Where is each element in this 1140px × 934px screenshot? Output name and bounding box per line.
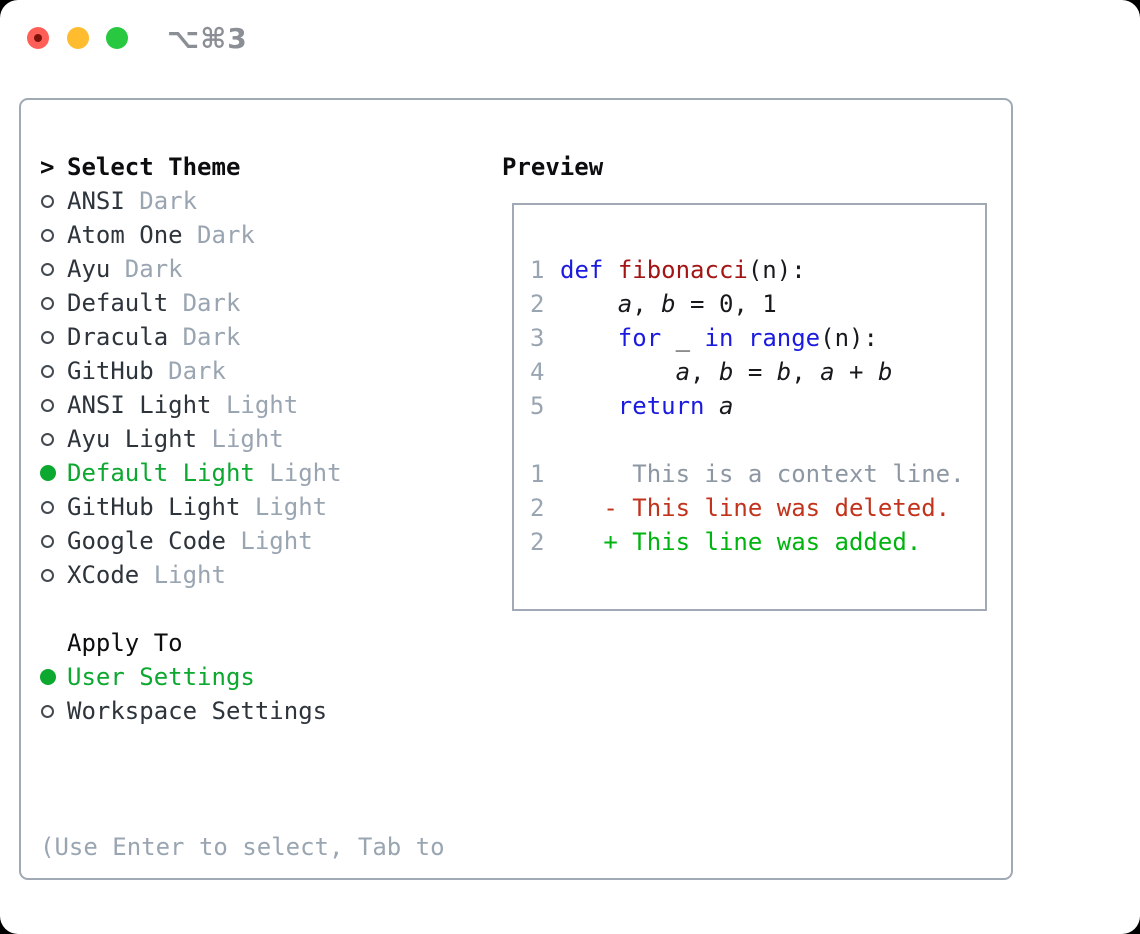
radio-unselected-icon (40, 228, 67, 242)
apply-to-title: Apply To (67, 629, 183, 657)
radio-unselected-icon (40, 364, 67, 378)
theme-option-label: Default Light (67, 459, 255, 487)
theme-option-variant: Light (139, 561, 226, 589)
radio-selected-icon (40, 465, 67, 481)
titlebar: ⌥⌘3 (0, 0, 1140, 76)
apply-to-header-row: Apply To (40, 626, 327, 660)
theme-option-label: Atom One (67, 221, 183, 249)
theme-option-dracula[interactable]: Dracula Dark (40, 320, 342, 354)
theme-option-label: ANSI Light (67, 391, 212, 419)
apply-option-workspace-settings[interactable]: Workspace Settings (40, 694, 327, 728)
theme-option-label: Ayu Light (67, 425, 198, 453)
apply-option-label: User Settings (67, 663, 255, 691)
theme-option-variant: Light (240, 493, 328, 521)
theme-option-variant: Dark (168, 323, 241, 351)
radio-selected-icon (40, 669, 67, 685)
diff-line-added: 2 + This line was added. (530, 525, 985, 559)
theme-option-default[interactable]: Default Dark (40, 286, 342, 320)
theme-option-ayu[interactable]: Ayu Dark (40, 252, 342, 286)
apply-option-user-settings[interactable]: User Settings (40, 660, 327, 694)
line-number: 1 (530, 256, 545, 284)
radio-unselected-icon (40, 296, 67, 310)
code-text: a, b = b, a + b (675, 358, 893, 386)
code-text: def fibonacci(n): (560, 256, 806, 284)
diff-line-deleted: 2 - This line was deleted. (530, 491, 985, 525)
theme-option-ayu-light[interactable]: Ayu Light Light (40, 422, 342, 456)
line-number: 5 (530, 392, 545, 420)
diff-line-context: 1 This is a context line. (530, 457, 985, 491)
diff-text: - This line was deleted. (560, 494, 951, 522)
theme-option-variant: Light (197, 425, 284, 453)
code-line-2: 2 a, b = 0, 1 (530, 287, 985, 321)
theme-option-label: Google Code (67, 527, 226, 555)
radio-unselected-icon (40, 704, 67, 718)
theme-option-google-code[interactable]: Google Code Light (40, 524, 342, 558)
diff-text: This is a context line. (560, 460, 965, 488)
theme-option-variant: Light (254, 459, 342, 487)
line-number: 2 (530, 494, 545, 522)
theme-list-title: Select Theme (67, 153, 241, 181)
theme-option-variant: Dark (182, 221, 255, 249)
theme-list-header-row: > Select Theme (40, 150, 342, 184)
theme-option-default-light[interactable]: Default Light Light (40, 456, 342, 490)
theme-option-ansi[interactable]: ANSI Dark (40, 184, 342, 218)
line-number: 2 (530, 528, 545, 556)
preview-title: Preview (502, 153, 604, 181)
hint-line-1: (Use Enter to select, Tab to (40, 833, 445, 861)
theme-option-label: Ayu (67, 255, 111, 283)
radio-unselected-icon (40, 534, 67, 548)
keyboard-hint: (Use Enter to select, Tab to change focu… (40, 762, 445, 934)
theme-option-github-light[interactable]: GitHub Light Light (40, 490, 342, 524)
apply-option-label: Workspace Settings (67, 697, 328, 725)
code-line-4: 4 a, b = b, a + b (530, 355, 985, 389)
radio-unselected-icon (40, 568, 67, 582)
code-text: a, b = 0, 1 (617, 290, 777, 318)
radio-unselected-icon (40, 398, 67, 412)
zoom-button[interactable] (106, 27, 128, 49)
diff-text: + This line was added. (560, 528, 922, 556)
theme-option-label: XCode (67, 561, 140, 589)
radio-unselected-icon (40, 500, 67, 514)
theme-option-label: GitHub (67, 357, 154, 385)
theme-option-xcode[interactable]: XCode Light (40, 558, 342, 592)
theme-option-label: Default (67, 289, 169, 317)
theme-option-variant: Dark (168, 289, 241, 317)
close-button[interactable] (27, 27, 49, 49)
code-line-1: 1 def fibonacci(n): (530, 253, 985, 287)
radio-unselected-icon (40, 262, 67, 276)
theme-option-label: Dracula (67, 323, 169, 351)
line-number: 2 (530, 290, 545, 318)
preview-header-row: Preview (502, 150, 603, 184)
theme-option-variant: Dark (110, 255, 183, 283)
theme-option-atom-one[interactable]: Atom One Dark (40, 218, 342, 252)
focus-arrow-icon: > (40, 153, 55, 181)
code-line-3: 3 for _ in range(n): (530, 321, 985, 355)
theme-option-variant: Light (225, 527, 313, 555)
theme-option-variant: Dark (124, 187, 198, 215)
theme-option-label: GitHub Light (67, 493, 241, 521)
line-number: 3 (530, 324, 545, 352)
radio-unselected-icon (40, 194, 67, 208)
theme-option-variant: Dark (153, 357, 226, 385)
theme-option-github[interactable]: GitHub Dark (40, 354, 342, 388)
blank-line (530, 423, 985, 457)
line-number: 1 (530, 460, 545, 488)
code-line-5: 5 return a (530, 389, 985, 423)
radio-unselected-icon (40, 432, 67, 446)
code-text: for _ in range(n): (617, 324, 878, 352)
theme-option-ansi-light[interactable]: ANSI Light Light (40, 388, 342, 422)
line-number: 4 (530, 358, 545, 386)
radio-unselected-icon (40, 330, 67, 344)
theme-option-label: ANSI (67, 187, 125, 215)
minimize-button[interactable] (67, 27, 89, 49)
window-title: ⌥⌘3 (167, 22, 248, 55)
theme-option-variant: Light (211, 391, 299, 419)
code-text: return a (617, 392, 734, 420)
